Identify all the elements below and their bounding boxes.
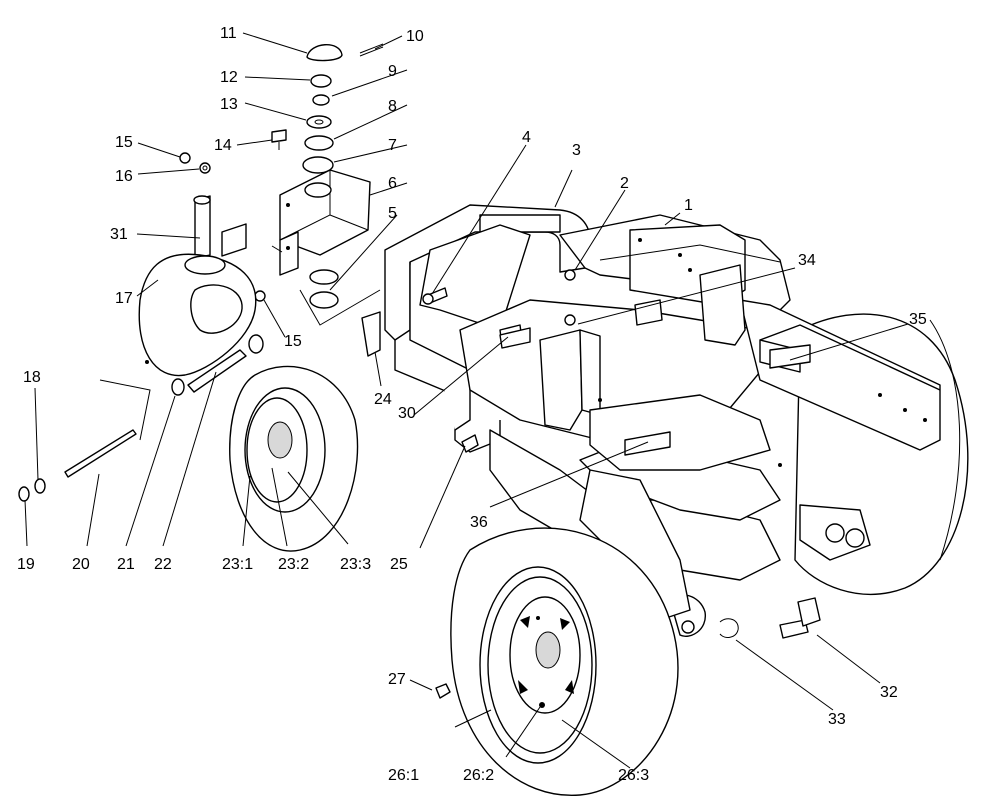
caster-wheel [229,365,359,552]
callout-8: 8 [388,98,397,115]
callout-26-2: 26:2 [463,767,494,784]
callout-23-3: 23:3 [340,556,371,573]
leader-lines [24,32,909,769]
callout-7: 7 [388,137,397,154]
callout-27: 27 [388,671,406,688]
callout-18: 18 [23,369,41,386]
callout-33: 33 [828,711,846,728]
callout-labels: 1 2 3 4 5 6 7 8 9 10 11 12 13 14 15 15 1… [17,25,927,784]
frame-fasteners [361,269,576,453]
callout-15-bottom: 15 [284,333,302,350]
callout-26-3: 26:3 [618,767,649,784]
callout-23-1: 23:1 [222,556,253,573]
callout-17: 17 [115,290,133,307]
main-frame [384,204,941,638]
callout-20: 20 [72,556,90,573]
callout-6: 6 [388,175,397,192]
callout-32: 32 [880,684,898,701]
callout-24: 24 [374,391,392,408]
callout-22: 22 [154,556,172,573]
callout-25: 25 [390,556,408,573]
callout-23-2: 23:2 [278,556,309,573]
callout-5: 5 [388,205,397,222]
callout-15-top: 15 [115,134,133,151]
callout-3: 3 [572,142,581,159]
callout-9: 9 [388,63,397,80]
callout-36: 36 [470,514,488,531]
callout-30: 30 [398,405,416,422]
callout-13: 13 [220,96,238,113]
callout-35: 35 [909,311,927,328]
callout-14: 14 [214,137,232,154]
caster-assembly [18,43,384,502]
callout-19: 19 [17,556,35,573]
callout-2: 2 [620,175,629,192]
callout-1: 1 [684,197,693,214]
callout-21: 21 [117,556,135,573]
callout-12: 12 [220,69,238,86]
pin-assembly [779,597,821,639]
callout-10: 10 [406,28,424,45]
callout-4: 4 [522,129,531,146]
callout-26-1: 26:1 [388,767,419,784]
front-drive-wheel [435,527,679,796]
callout-31: 31 [110,226,128,243]
callout-11: 11 [220,25,237,42]
callout-16: 16 [115,168,133,185]
callout-34: 34 [798,252,816,269]
